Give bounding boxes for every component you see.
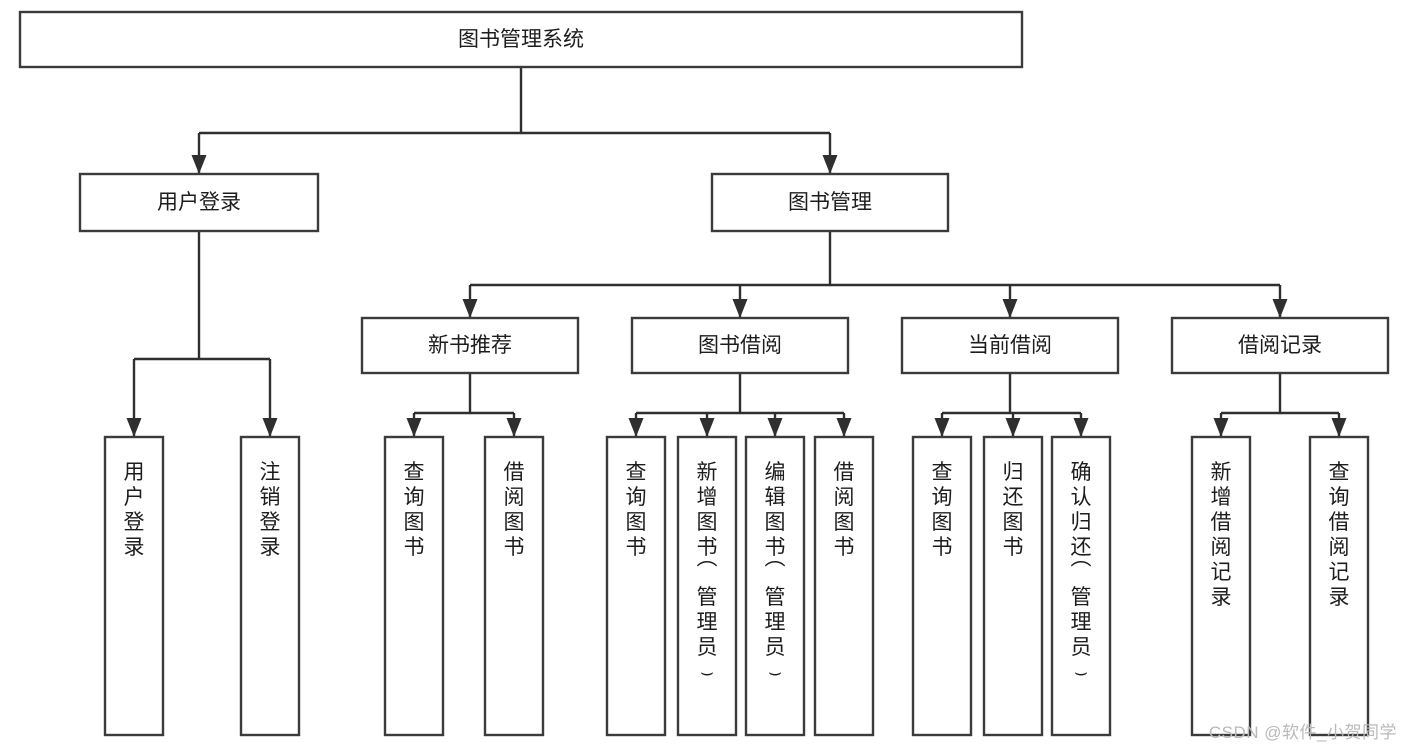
bracket-glyph: ⌒ — [765, 561, 786, 584]
node-label-root: 图书管理系统 — [458, 28, 584, 51]
node-label-leaf-return-book: 归还图书 — [1003, 461, 1024, 559]
bracket-glyph: ⌒ — [697, 561, 718, 584]
node-box-leaf-borrow-book-rec[interactable] — [483, 435, 545, 737]
node-box-leaf-add-book[interactable] — [676, 435, 738, 737]
node-box-leaf-edit-book[interactable] — [744, 435, 806, 737]
node-box-leaf-confirm-return[interactable] — [1050, 435, 1112, 737]
node-leaf-query-book-borrow[interactable]: 查询图书 — [605, 435, 667, 737]
node-label-user-login: 用户登录 — [157, 191, 241, 214]
node-leaf-query-record[interactable]: 查询借阅记录 — [1308, 435, 1370, 737]
node-layer: 图书管理系统用户登录图书管理新书推荐图书借阅当前借阅借阅记录用户登录注销登录查询… — [18, 10, 1390, 737]
node-root[interactable]: 图书管理系统 — [18, 10, 1024, 69]
node-box-leaf-add-record[interactable] — [1190, 435, 1252, 737]
node-leaf-add-book[interactable]: 新增图书⌒管理员⌣ — [676, 435, 738, 737]
node-box-leaf-query-book-cur[interactable] — [911, 435, 973, 737]
node-current-borrow[interactable]: 当前借阅 — [900, 316, 1120, 375]
arrow-head-icon — [1331, 418, 1347, 437]
node-borrow-record[interactable]: 借阅记录 — [1170, 316, 1390, 375]
arrow-head-icon — [1002, 299, 1018, 318]
node-leaf-borrow-book-rec[interactable]: 借阅图书 — [483, 435, 545, 737]
connector-layer — [126, 67, 1347, 437]
node-box-leaf-return-book[interactable] — [982, 435, 1044, 737]
node-label-leaf-query-book-cur: 查询图书 — [932, 461, 953, 559]
arrow-head-icon — [191, 155, 207, 174]
arrow-head-icon — [836, 418, 852, 437]
node-leaf-borrow-book[interactable]: 借阅图书 — [813, 435, 875, 737]
bracket-glyph: ⌣ — [700, 661, 714, 684]
arrow-head-icon — [126, 418, 142, 437]
node-user-login[interactable]: 用户登录 — [78, 172, 320, 233]
arrow-head-icon — [1005, 418, 1021, 437]
node-box-borrow-record[interactable] — [1170, 316, 1390, 375]
arrow-head-icon — [699, 418, 715, 437]
node-label-new-book-rec: 新书推荐 — [428, 334, 512, 357]
node-box-current-borrow[interactable] — [900, 316, 1120, 375]
arrow-head-icon — [1272, 299, 1288, 318]
arrow-head-icon — [262, 418, 278, 437]
arrow-head-icon — [767, 418, 783, 437]
node-box-leaf-user-logout[interactable] — [239, 435, 301, 737]
node-new-book-rec[interactable]: 新书推荐 — [360, 316, 580, 375]
node-label-borrow-record: 借阅记录 — [1238, 334, 1322, 357]
node-box-root[interactable] — [18, 10, 1024, 69]
node-label-leaf-user-logout: 注销登录 — [260, 461, 281, 559]
node-leaf-user-login[interactable]: 用户登录 — [103, 435, 165, 737]
csdn-watermark: CSDN @软件_小贺同学 — [1208, 723, 1397, 742]
node-box-leaf-user-login[interactable] — [103, 435, 165, 737]
arrow-head-icon — [934, 418, 950, 437]
arrow-head-icon — [1073, 418, 1089, 437]
node-label-leaf-add-book: 新增图书⌒管理员⌣ — [697, 461, 718, 684]
node-label-leaf-user-login: 用户登录 — [124, 461, 145, 559]
bracket-glyph: ⌒ — [1071, 561, 1092, 584]
node-label-current-borrow: 当前借阅 — [968, 334, 1052, 357]
node-box-book-borrow[interactable] — [630, 316, 850, 375]
node-label-leaf-query-book-borrow: 查询图书 — [626, 461, 647, 559]
node-leaf-query-book-rec[interactable]: 查询图书 — [383, 435, 445, 737]
arrow-head-icon — [406, 418, 422, 437]
node-label-book-borrow: 图书借阅 — [698, 334, 782, 357]
node-book-borrow[interactable]: 图书借阅 — [630, 316, 850, 375]
bracket-glyph: ⌣ — [1074, 661, 1088, 684]
node-label-leaf-borrow-book-rec: 借阅图书 — [504, 461, 525, 559]
node-label-leaf-confirm-return: 确认归还⌒管理员⌣ — [1071, 461, 1092, 684]
arrow-head-icon — [506, 418, 522, 437]
node-leaf-add-record[interactable]: 新增借阅记录 — [1190, 435, 1252, 737]
node-leaf-query-book-cur[interactable]: 查询图书 — [911, 435, 973, 737]
arrow-head-icon — [732, 299, 748, 318]
node-leaf-confirm-return[interactable]: 确认归还⌒管理员⌣ — [1050, 435, 1112, 737]
node-label-leaf-borrow-book: 借阅图书 — [834, 461, 855, 559]
arrow-head-icon — [462, 299, 478, 318]
arrow-head-icon — [628, 418, 644, 437]
node-leaf-edit-book[interactable]: 编辑图书⌒管理员⌣ — [744, 435, 806, 737]
arrow-head-icon — [822, 155, 838, 174]
node-book-manage[interactable]: 图书管理 — [710, 172, 950, 233]
node-label-leaf-query-record: 查询借阅记录 — [1329, 461, 1350, 609]
node-box-leaf-query-book-borrow[interactable] — [605, 435, 667, 737]
node-box-leaf-query-book-rec[interactable] — [383, 435, 445, 737]
node-box-new-book-rec[interactable] — [360, 316, 580, 375]
node-box-leaf-borrow-book[interactable] — [813, 435, 875, 737]
node-box-leaf-query-record[interactable] — [1308, 435, 1370, 737]
node-label-leaf-edit-book: 编辑图书⌒管理员⌣ — [765, 461, 786, 684]
node-leaf-return-book[interactable]: 归还图书 — [982, 435, 1044, 737]
node-label-leaf-query-book-rec: 查询图书 — [404, 461, 425, 559]
node-box-user-login[interactable] — [78, 172, 320, 233]
bracket-glyph: ⌣ — [768, 661, 782, 684]
node-label-book-manage: 图书管理 — [788, 191, 872, 214]
arrow-head-icon — [1213, 418, 1229, 437]
node-box-book-manage[interactable] — [710, 172, 950, 233]
node-label-leaf-add-record: 新增借阅记录 — [1211, 461, 1232, 609]
node-leaf-user-logout[interactable]: 注销登录 — [239, 435, 301, 737]
